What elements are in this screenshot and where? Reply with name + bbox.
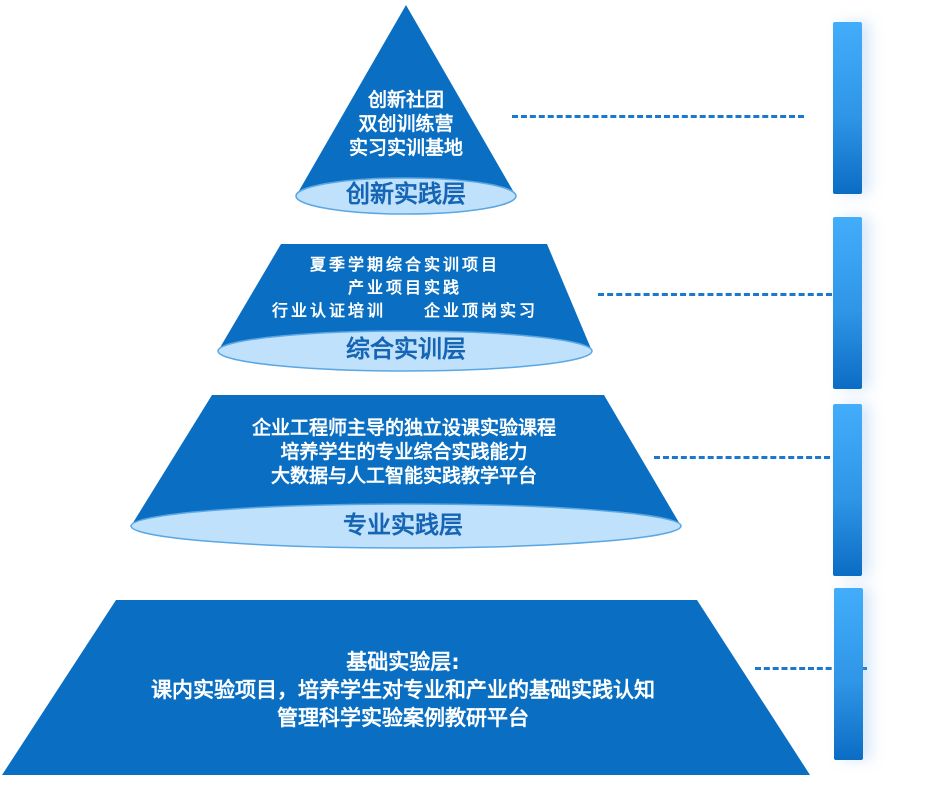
tier-4-line: 管理科学实验案例教研平台 bbox=[277, 706, 529, 730]
tier-2-content: 夏季学期综合实训项目 产业项目实践 行业认证培训 企业顶岗实习 bbox=[272, 253, 538, 322]
side-bar-3 bbox=[833, 404, 862, 576]
tier-1-line: 实习实训基地 bbox=[348, 137, 464, 159]
tier-3-line: 企业工程师主导的独立设课实验课程 bbox=[251, 417, 557, 439]
tier-3-line: 培养学生的专业综合实践能力 bbox=[280, 441, 528, 463]
connector-tier-3 bbox=[654, 456, 830, 459]
tier-2-line: 行业认证培训 企业顶岗实习 bbox=[271, 301, 539, 320]
tier-3-content: 企业工程师主导的独立设课实验课程 培养学生的专业综合实践能力 大数据与人工智能实… bbox=[252, 416, 556, 488]
tier-3-label: 专业实践层 bbox=[343, 511, 463, 539]
tier-1-cone bbox=[296, 5, 516, 214]
tier-4-title: 基础实验层: bbox=[346, 650, 460, 674]
tier-2-ellipse bbox=[217, 330, 593, 372]
tier-1-line: 创新社团 bbox=[367, 89, 445, 111]
tier-1-line: 双创训练营 bbox=[358, 113, 454, 135]
side-bar-2 bbox=[833, 217, 862, 389]
tier-3-frustum bbox=[131, 395, 681, 526]
tier-3-ellipse bbox=[130, 503, 682, 549]
side-bar-4 bbox=[834, 588, 863, 760]
tier-4-line: 课内实验项目，培养学生对专业和产业的基础实践认知 bbox=[151, 678, 655, 702]
side-bar-1 bbox=[833, 22, 862, 194]
tier-3-line: 大数据与人工智能实践教学平台 bbox=[270, 465, 538, 487]
tier-2-label: 综合实训层 bbox=[346, 335, 466, 363]
tier-2-line: 夏季学期综合实训项目 bbox=[309, 255, 501, 274]
connector-tier-2 bbox=[598, 293, 832, 296]
tier-1-label: 创新实践层 bbox=[346, 180, 466, 208]
tier-4-trapezoid bbox=[2, 600, 810, 775]
connector-tier-1 bbox=[512, 115, 804, 118]
connector-tier-4 bbox=[755, 667, 867, 670]
tier-4-content: 基础实验层: 课内实验项目，培养学生对专业和产业的基础实践认知 管理科学实验案例… bbox=[151, 648, 655, 732]
tier-1-content: 创新社团 双创训练营 实习实训基地 bbox=[349, 88, 463, 160]
tier-2-frustum bbox=[218, 244, 592, 351]
tier-2-line: 产业项目实践 bbox=[347, 278, 463, 297]
tier-1-ellipse bbox=[295, 177, 517, 215]
